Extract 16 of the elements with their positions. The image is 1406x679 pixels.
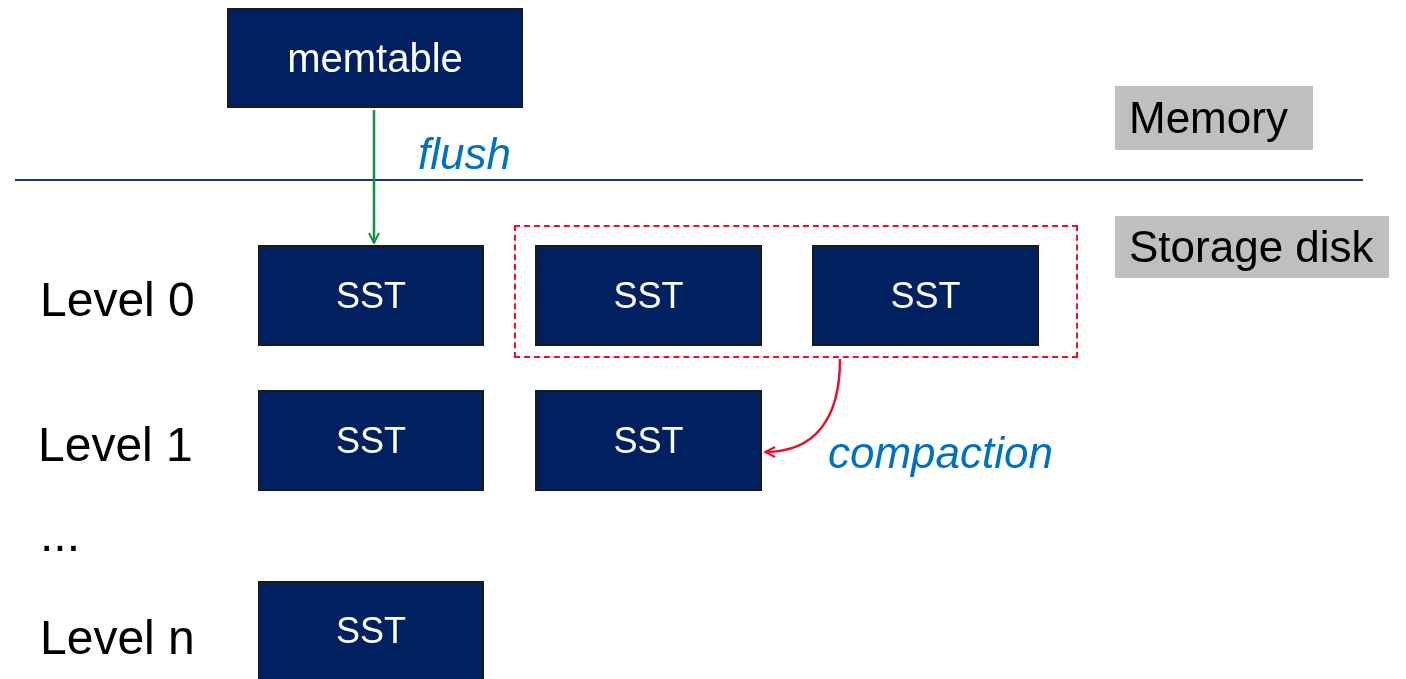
level-label: ... (40, 507, 80, 562)
level-label: Level 1 (38, 417, 193, 472)
region-label: Memory (1115, 86, 1313, 150)
region-label: Storage disk (1115, 216, 1389, 278)
sst-box: SST (535, 390, 762, 491)
arrow (764, 358, 842, 458)
sst-box: SST (258, 390, 484, 491)
level-label: Level n (40, 610, 195, 665)
sst-box: SST (812, 245, 1039, 346)
dashed-group-box (514, 225, 1078, 358)
sst-box: SST (535, 245, 762, 346)
sst-box: SST (258, 245, 484, 346)
sst-box: memtable (227, 8, 523, 108)
sst-box: SST (258, 581, 484, 679)
arrow (368, 110, 380, 244)
level-label: Level 0 (40, 272, 195, 327)
